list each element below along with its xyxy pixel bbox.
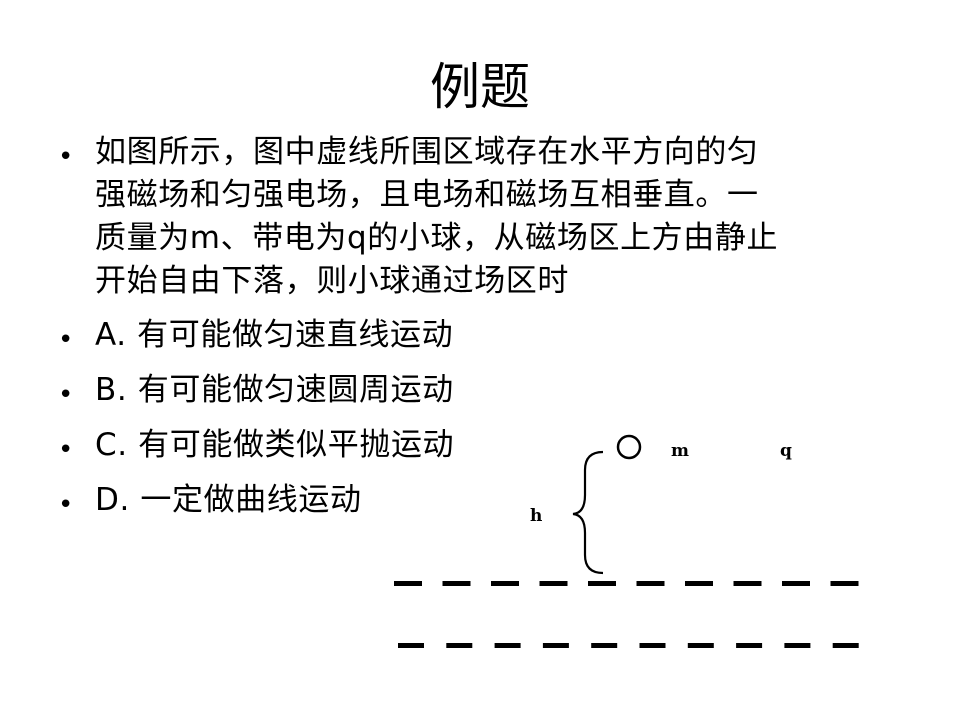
charged-ball — [616, 434, 642, 460]
boundary-dash — [442, 581, 471, 586]
bullet-marker: • — [58, 142, 74, 172]
question-line: 开始自由下落，则小球通过场区时 — [95, 263, 569, 299]
bullet-marker: • — [58, 435, 74, 465]
boundary-dash — [636, 581, 665, 586]
page-title: 例题 — [430, 58, 530, 116]
boundary-dash — [784, 643, 811, 648]
option-b: B. 有可能做匀速圆周运动 — [95, 372, 454, 408]
option-a: A. 有可能做匀速直线运动 — [95, 317, 454, 353]
boundary-dash — [639, 643, 666, 648]
boundary-dash — [539, 581, 568, 586]
charge-label: q — [780, 441, 792, 461]
option-c: C. 有可能做类似平抛运动 — [95, 427, 455, 463]
boundary-dash — [588, 581, 616, 586]
boundary-dash — [830, 581, 859, 586]
boundary-dash — [398, 643, 424, 648]
boundary-dash — [394, 581, 422, 586]
field-boundary-top — [394, 581, 859, 586]
boundary-dash — [542, 643, 569, 648]
question-line: 质量为m、带电为q的小球，从磁场区上方由静止 — [95, 220, 779, 256]
height-label: h — [530, 506, 543, 526]
height-brace — [572, 450, 604, 575]
boundary-dash — [733, 581, 762, 586]
question-line: 如图所示，图中虚线所围区域存在水平方向的匀 — [95, 134, 759, 170]
boundary-dash — [832, 643, 859, 648]
bullet-marker: • — [58, 490, 74, 520]
boundary-dash — [736, 643, 763, 648]
bullet-marker: • — [58, 325, 74, 355]
field-boundary-bottom — [398, 643, 859, 648]
bullet-marker: • — [58, 380, 74, 410]
mass-label: m — [671, 441, 689, 461]
boundary-dash — [685, 581, 713, 586]
boundary-dash — [494, 643, 521, 648]
question-line: 强磁场和匀强电场，且电场和磁场互相垂直。一 — [95, 177, 759, 213]
boundary-dash — [687, 643, 714, 648]
boundary-dash — [491, 581, 519, 586]
boundary-dash — [782, 581, 810, 586]
option-d: D. 一定做曲线运动 — [95, 482, 362, 518]
boundary-dash — [446, 643, 473, 648]
boundary-dash — [591, 643, 618, 648]
